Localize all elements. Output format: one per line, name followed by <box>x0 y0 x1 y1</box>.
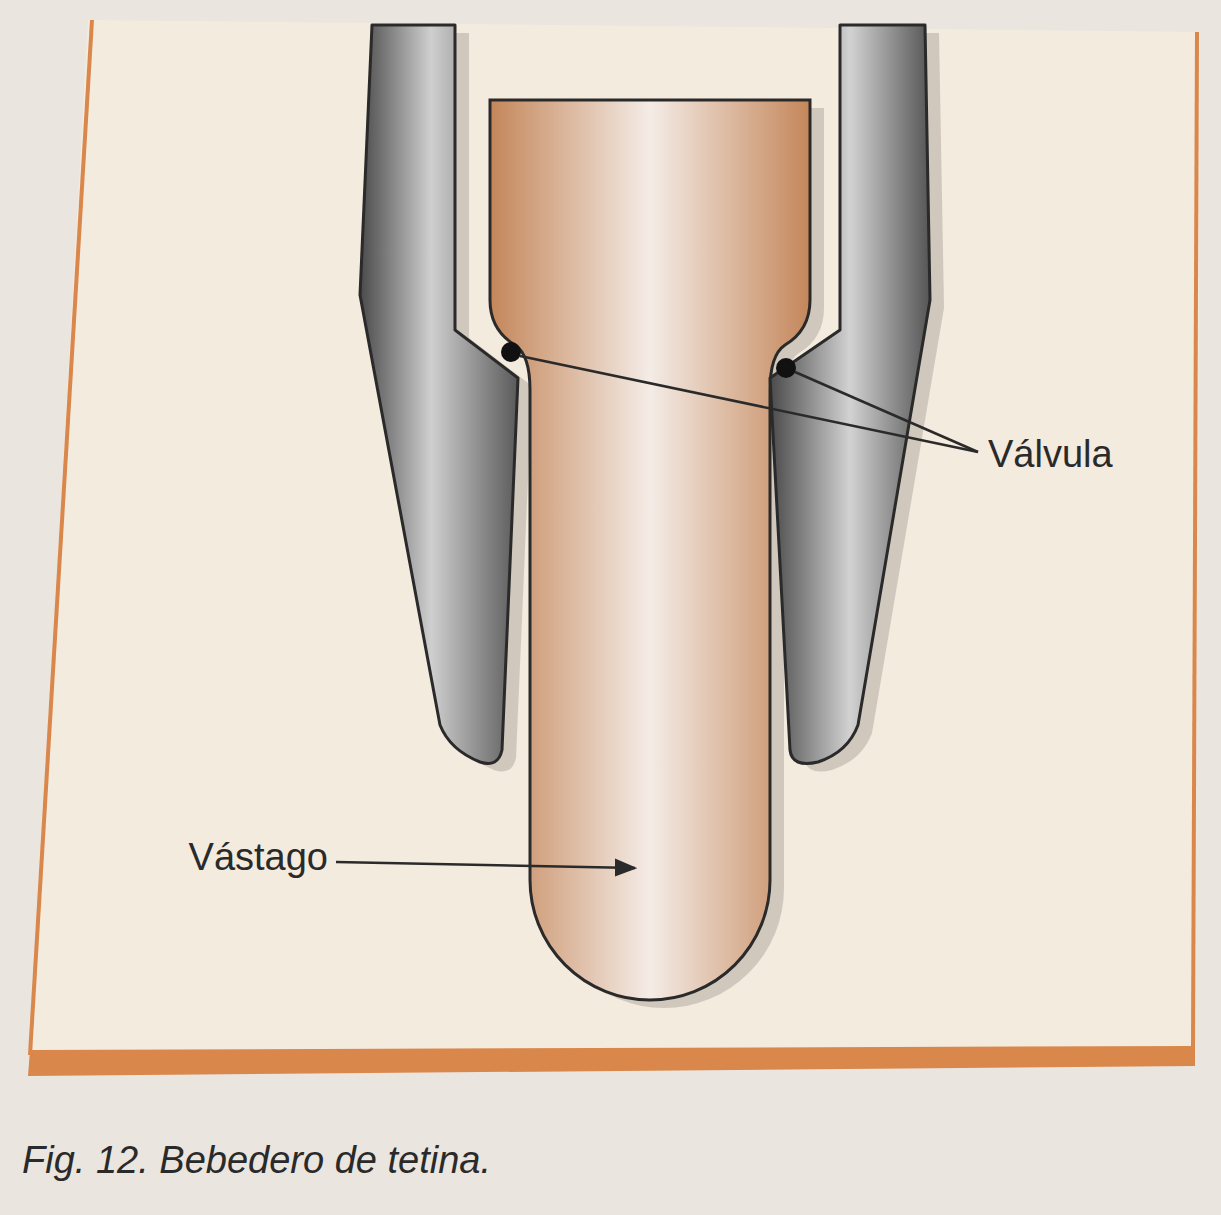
part-label: Vástago <box>189 837 328 879</box>
valve-ball <box>776 358 796 378</box>
panel-border <box>30 20 92 1055</box>
valve-ball <box>501 342 521 362</box>
figure-caption: Fig. 12. Bebedero de tetina. <box>22 1139 491 1182</box>
housing-left <box>360 25 518 764</box>
leader-line <box>795 372 978 452</box>
panel-border <box>1193 32 1197 1050</box>
panel-border <box>28 1046 1195 1076</box>
leader-arrow <box>336 862 635 868</box>
leader-line <box>520 356 978 452</box>
figure-panel <box>30 20 1200 1058</box>
part-label: Válvula <box>988 434 1113 476</box>
housing-right <box>770 25 930 764</box>
